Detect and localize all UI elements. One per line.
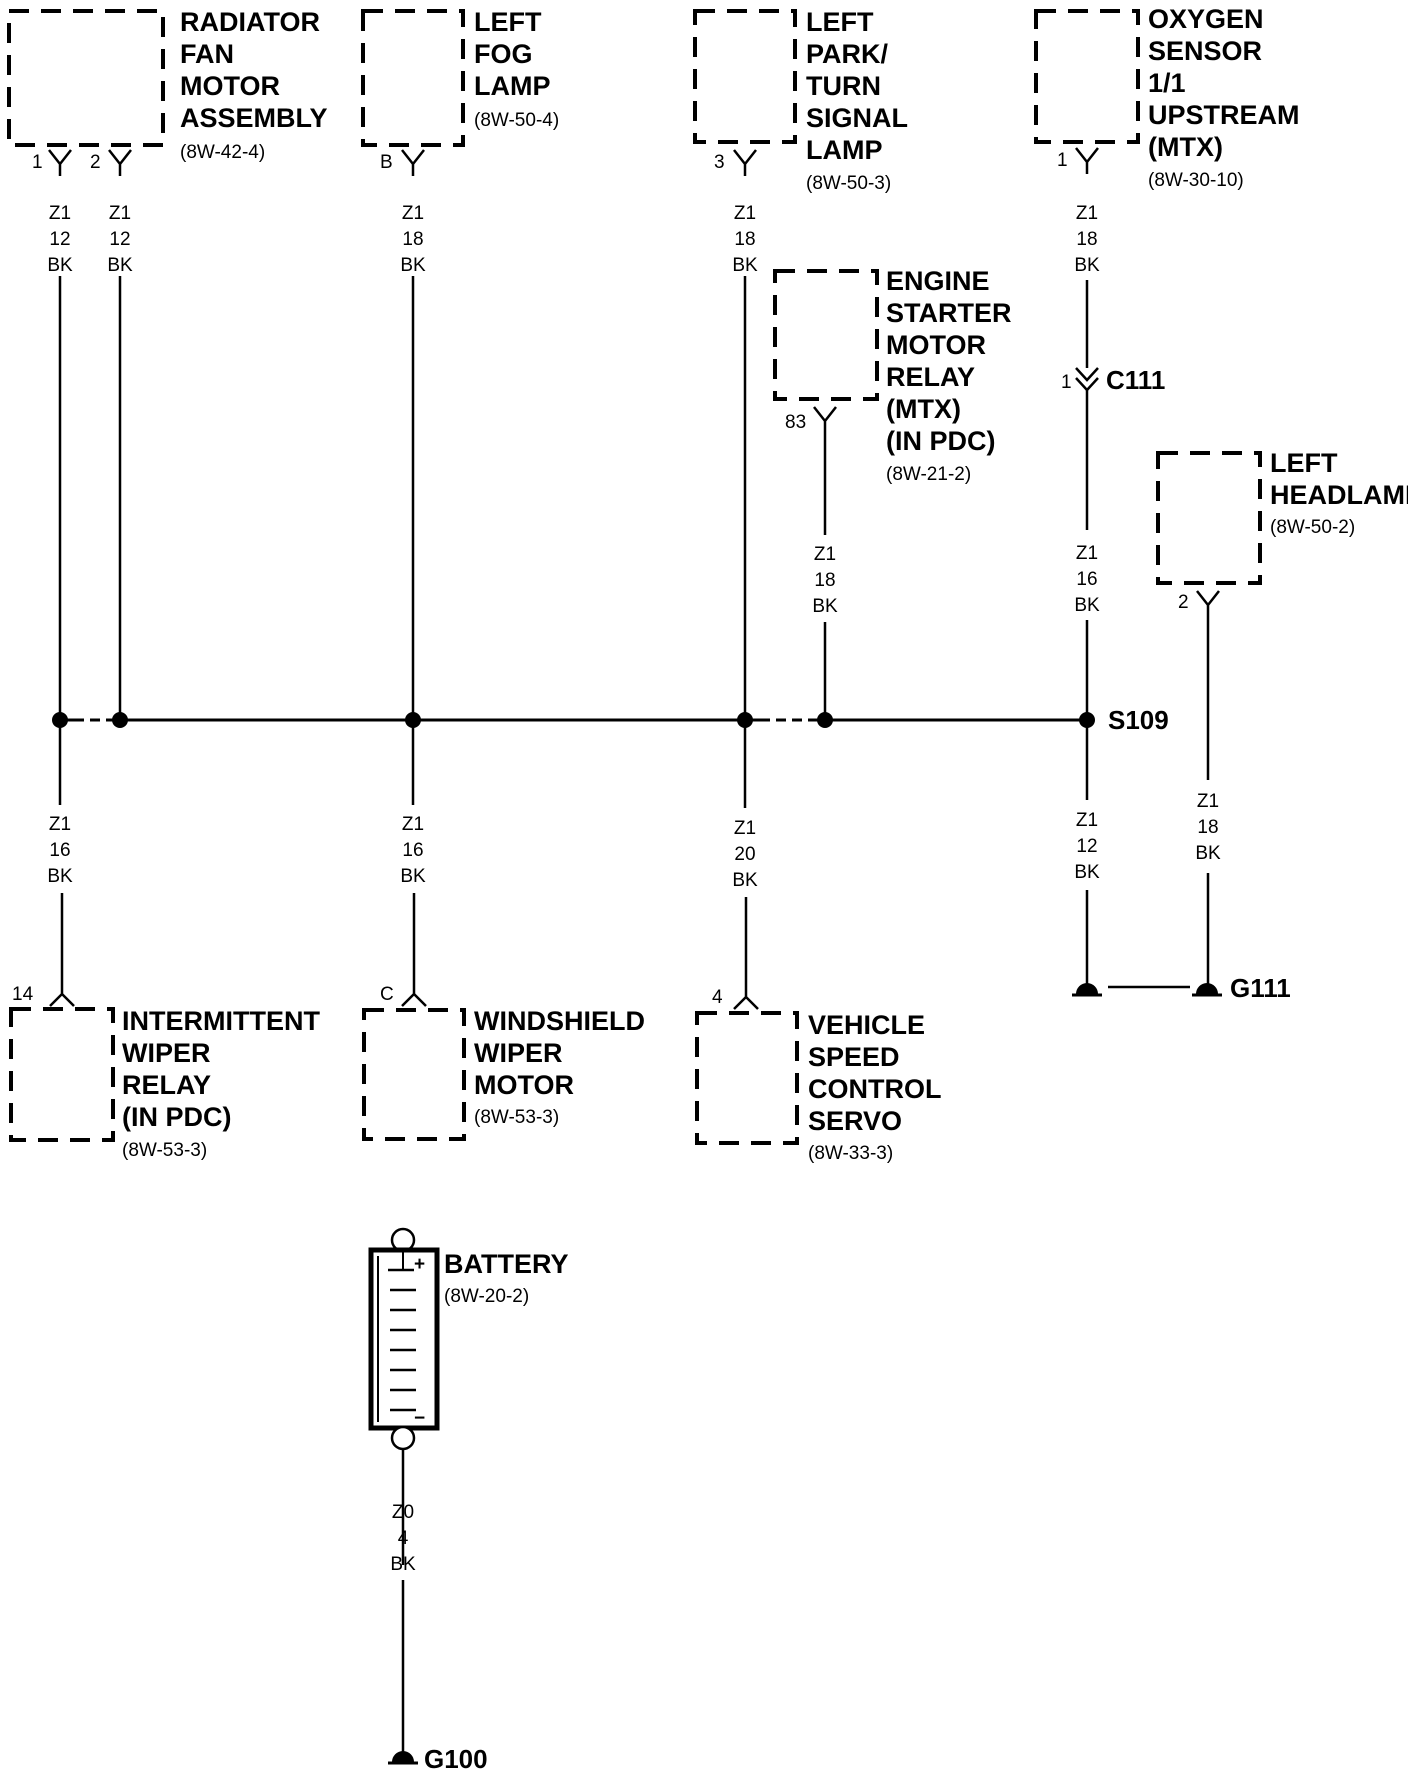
- vehicle-speed-servo-box: [695, 1011, 799, 1145]
- pin-wiper-relay-14: 14: [12, 984, 34, 1005]
- battery-symbol: [368, 1227, 440, 1451]
- oxygen-sensor-ref: (8W-30-10): [1148, 170, 1244, 191]
- pin-wiper-motor-c-terminal: [401, 982, 427, 1007]
- pin-starter-83-terminal: [813, 406, 837, 433]
- ground-symbol-g111: [1192, 983, 1222, 997]
- pin-headlamp-2-terminal: [1196, 590, 1220, 617]
- battery-ref: (8W-20-2): [444, 1286, 529, 1307]
- pin-oxygen-1-terminal: [1075, 147, 1099, 174]
- pin-headlamp-2: 2: [1178, 592, 1189, 613]
- engine-starter-relay-ref: (8W-21-2): [886, 464, 971, 485]
- ground-g111-label: G111: [1230, 973, 1291, 1003]
- intermittent-wiper-relay-box: [9, 1007, 115, 1142]
- engine-starter-relay-box: [773, 269, 879, 401]
- left-headlamp-box: [1156, 451, 1262, 585]
- pin-oxygen-1: 1: [1057, 150, 1068, 171]
- splice-dot-fog: [405, 712, 421, 728]
- pin-speed-4: 4: [712, 987, 723, 1008]
- pin-park-3-terminal: [733, 149, 757, 176]
- left-headlamp-ref: (8W-50-2): [1270, 517, 1355, 538]
- vehicle-speed-servo-name: VEHICLE SPEED CONTROL SERVO: [808, 1010, 949, 1136]
- pin-wiper-relay-14-terminal: [49, 982, 75, 1007]
- battery-positive-terminal: +: [414, 1254, 425, 1275]
- left-headlamp-name: LEFT HEADLAMP: [1270, 448, 1408, 510]
- splice-s109-label: S109: [1108, 705, 1169, 735]
- radiator-fan-motor-ref: (8W-42-4): [180, 142, 265, 163]
- vehicle-speed-servo-ref: (8W-33-3): [808, 1143, 893, 1164]
- ground-symbol-g100: [388, 1751, 418, 1765]
- ground-g100-label: G100: [424, 1744, 488, 1772]
- left-park-turn-lamp-box: [693, 9, 797, 144]
- battery-negative-terminal: −: [414, 1408, 425, 1429]
- ground-symbol-s109: [1072, 983, 1102, 997]
- pin-speed-4-terminal: [733, 985, 759, 1010]
- pin-radiator-1: 1: [32, 152, 43, 173]
- c111-connector-symbol: [1075, 367, 1099, 392]
- left-fog-lamp-ref: (8W-50-4): [474, 110, 559, 131]
- pin-radiator-2-terminal: [108, 149, 132, 176]
- windshield-wiper-motor-box: [362, 1008, 466, 1141]
- intermittent-wiper-relay-ref: (8W-53-3): [122, 1140, 207, 1161]
- pin-park-3: 3: [714, 152, 725, 173]
- oxygen-sensor-box: [1034, 9, 1140, 144]
- pin-fog-b-terminal: [401, 149, 425, 176]
- splice-dot-radiator-2: [112, 712, 128, 728]
- connector-c111-label: C111: [1106, 365, 1165, 395]
- windshield-wiper-motor-ref: (8W-53-3): [474, 1107, 559, 1128]
- pin-c111-1: 1: [1061, 372, 1072, 393]
- left-park-turn-lamp-name: LEFT PARK/ TURN SIGNAL LAMP: [806, 7, 915, 165]
- pin-radiator-1-terminal: [48, 149, 72, 176]
- splice-dot-park: [737, 712, 753, 728]
- windshield-wiper-motor-name: WINDSHIELD WIPER MOTOR: [474, 1006, 653, 1100]
- splice-dot-radiator-1: [52, 712, 68, 728]
- radiator-fan-motor-name: RADIATOR FAN MOTOR ASSEMBLY: [180, 7, 328, 133]
- pin-radiator-2: 2: [90, 152, 101, 173]
- pin-starter-83: 83: [785, 412, 806, 433]
- splice-dot-s109: [1079, 712, 1095, 728]
- engine-starter-relay-name: ENGINE STARTER MOTOR RELAY (MTX) (IN PDC…: [886, 266, 1019, 456]
- pin-fog-b: B: [380, 152, 393, 173]
- oxygen-sensor-name: OXYGEN SENSOR 1/1 UPSTREAM (MTX): [1148, 4, 1307, 162]
- radiator-fan-motor-box: [7, 9, 165, 147]
- intermittent-wiper-relay-name: INTERMITTENT WIPER RELAY (IN PDC): [122, 1006, 328, 1132]
- left-fog-lamp-name: LEFT FOG LAMP: [474, 7, 551, 101]
- left-fog-lamp-box: [361, 9, 465, 147]
- pin-wiper-motor-c: C: [380, 984, 394, 1005]
- left-park-turn-lamp-ref: (8W-50-3): [806, 173, 891, 194]
- splice-dot-starter: [817, 712, 833, 728]
- battery-name: BATTERY: [444, 1249, 569, 1279]
